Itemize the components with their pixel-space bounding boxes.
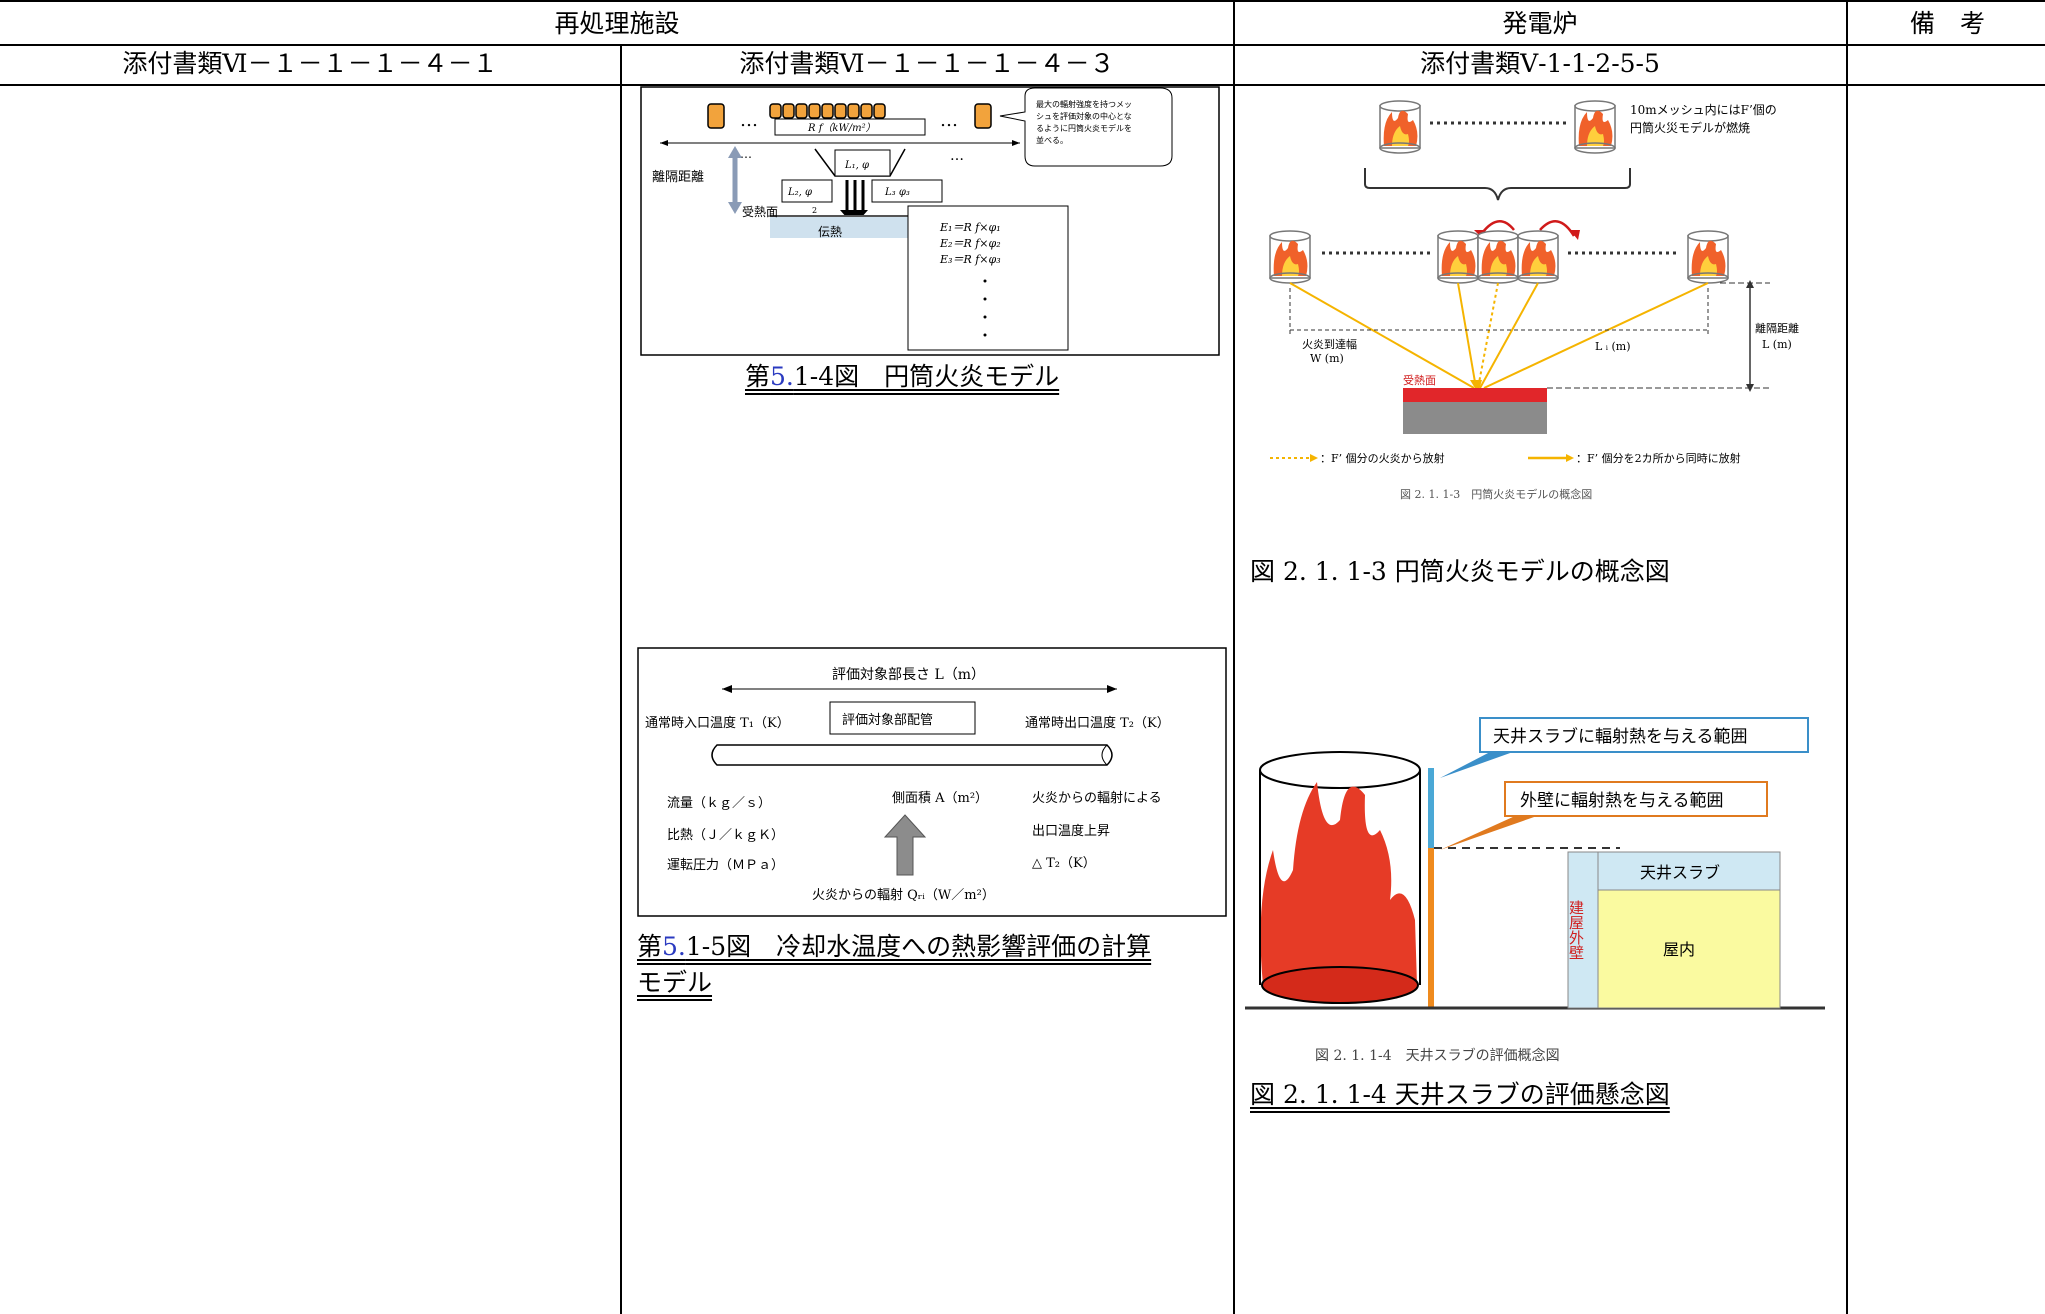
fig2-area: 側面積 A（m²） xyxy=(892,791,988,806)
fig2-length: 評価対象部長さ L（m） xyxy=(832,667,985,683)
fig2-pipe: 評価対象部配管 xyxy=(842,713,933,728)
fig1-callout-line1: 最大の輻射強度を持つメッ xyxy=(1036,99,1132,109)
header-divider-1 xyxy=(0,44,2045,46)
fig2-rise: 出口温度上昇 xyxy=(1032,823,1110,839)
fig1-distance-label: 離隔距離 xyxy=(652,170,704,185)
fig1-num2: 2 xyxy=(812,206,817,215)
fig1-ellipsis-right: … xyxy=(940,110,958,131)
header-power-reactor: 発電炉 xyxy=(1502,9,1578,38)
fig1-caption: 第5.1-4図 円筒火炎モデル xyxy=(745,362,1060,391)
fig3-note-line2: 円筒火災モデルが燃焼 xyxy=(1630,120,1750,135)
fig3-note-line1: 10mメッシュ内にはF’個の xyxy=(1630,103,1777,117)
fig1-ellipsis-right2: … xyxy=(950,148,964,164)
fig4-slab-label: 天井スラブ xyxy=(1640,863,1720,882)
fig2-qr: 火炎からの輻射 Qᵣᵢ（W／m²） xyxy=(812,887,995,903)
fig1-e3: E₃＝R f×φ₃ xyxy=(939,253,1001,266)
fig1-callout-line4: 並べる。 xyxy=(1036,135,1068,145)
fig2-caption-link[interactable]: 5. xyxy=(662,932,686,961)
fig2-outlet: 通常時出口温度 T₂（K） xyxy=(1025,715,1170,731)
fig3-dist-line2: L (m) xyxy=(1762,338,1792,351)
fig1-rf-label: R f（kW/m²） xyxy=(807,122,876,134)
fig3-reach-line2: W (m) xyxy=(1310,352,1344,365)
fig4-wall-range: 外壁に輻射熱を与える範囲 xyxy=(1520,791,1724,811)
fig1-ellipsis-left2: … xyxy=(740,147,752,161)
header-col3: 添付書類Ⅴ-1-1-2-5-5 xyxy=(1420,49,1660,78)
table-top-border xyxy=(0,0,2045,2)
fig1-e2: E₂＝R f×φ₂ xyxy=(939,237,1001,250)
fig4-wall-label: 建屋外壁 xyxy=(1567,900,1585,960)
fig3-receive: 受熱面 xyxy=(1403,374,1436,387)
flame-concept-diagram: 10mメッシュ内にはF’個の 円筒火災モデルが燃焼 火炎到達幅 W (m) L … xyxy=(1269,100,1799,501)
fig4-indoor-label: 屋内 xyxy=(1663,940,1695,959)
fig3-li: L ᵢ (m) xyxy=(1595,340,1631,353)
header-remarks: 備 考 xyxy=(1910,9,1986,38)
fig2-rad1: 火炎からの輻射による xyxy=(1032,790,1162,806)
fig2-specific: 比熱（Ｊ／ｋｇＫ） xyxy=(667,828,784,843)
header-reprocessing: 再処理施設 xyxy=(554,9,680,38)
fig3-legend2: ：F’ 個分を2カ所から同時に放射 xyxy=(1576,451,1741,465)
ceiling-slab-diagram: 建屋外壁 天井スラブ 屋内 天井スラブに輻射熱を与える範囲 外壁に輻射熱を与える… xyxy=(1245,717,1825,1064)
header-divider-2 xyxy=(0,84,2045,86)
fig1-caption-link[interactable]: 5. xyxy=(770,362,794,391)
fig1-e1: E₁＝R f×φ₁ xyxy=(939,221,1001,234)
column-divider-2 xyxy=(1233,0,1235,1314)
fig3-legend1: ：F’ 個分の火炎から放射 xyxy=(1320,451,1445,465)
fig3-inner-caption: 図 2. 1. 1-3 円筒火炎モデルの概念図 xyxy=(1400,487,1592,501)
fig4-ceiling-range: 天井スラブに輻射熱を与える範囲 xyxy=(1493,726,1748,747)
header-col1: 添付書類Ⅵ－１－１－１－４－１ xyxy=(122,49,498,78)
fig2-caption-line2: モデル xyxy=(637,968,713,997)
fig1-receive-label: 受熱面 xyxy=(742,205,778,219)
fig1-callout-line3: るように円筒火炎モデルを xyxy=(1036,123,1132,133)
fig2-flow: 流量（ｋｇ／ｓ） xyxy=(667,796,771,811)
fig1-callout-line2: シュを評価対象の中心とな xyxy=(1036,111,1132,121)
fig2-pressure: 運転圧力（ＭＰａ） xyxy=(667,858,784,873)
column-divider-1 xyxy=(620,44,622,1314)
fig2-caption: 第5.1-5図 冷却水温度への熱影響評価の計算 xyxy=(637,932,1152,961)
fig1-l2-label: L₂, φ xyxy=(787,187,812,198)
fig1-heat-label: 伝熱 xyxy=(818,225,842,239)
fig2-dt: △ T₂（K） xyxy=(1032,856,1096,871)
fig2-inlet: 通常時入口温度 T₁（K） xyxy=(645,715,790,731)
fig1-l1-label: L₁, φ xyxy=(844,160,869,171)
fig1-l3-label: L₃ φ₃ xyxy=(884,187,910,198)
header-col2: 添付書類Ⅵ－１－１－１－４－３ xyxy=(739,49,1115,78)
cylindrical-flame-diagram: … … R f（kW/m²） … … L₁, φ L₂, φ L₃ φ₃ 伝熱 … xyxy=(640,86,1220,356)
fig4-inner-caption: 図 2. 1. 1-4 天井スラブの評価概念図 xyxy=(1315,1047,1560,1064)
fig3-caption: 図 2. 1. 1-3 円筒火炎モデルの概念図 xyxy=(1250,557,1670,586)
column-divider-3 xyxy=(1846,0,1848,1314)
fig1-ellipsis-left: … xyxy=(740,110,758,131)
fig3-dist-line1: 離隔距離 xyxy=(1755,321,1799,335)
fig3-reach-line1: 火炎到達幅 xyxy=(1302,338,1357,351)
fig4-caption: 図 2. 1. 1-4 天井スラブの評価懸念図 xyxy=(1250,1080,1670,1109)
cooling-water-model-diagram: 評価対象部長さ L（m） 通常時入口温度 T₁（K） 評価対象部配管 通常時出口… xyxy=(637,647,1227,917)
